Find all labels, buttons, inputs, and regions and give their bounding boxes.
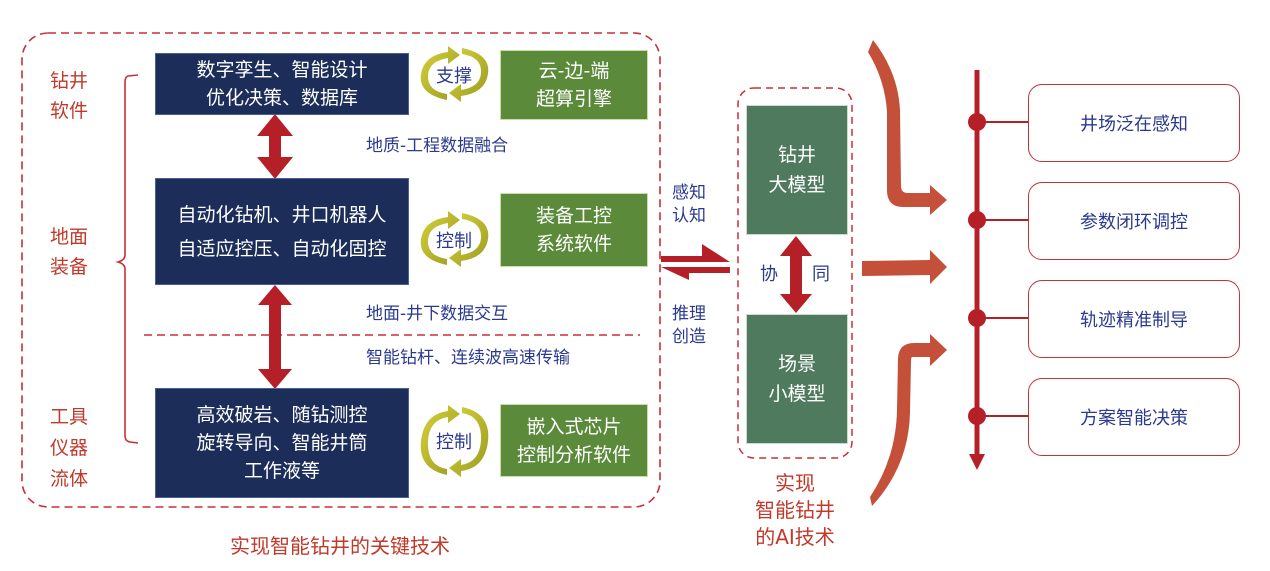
support-line: 控制分析软件 bbox=[516, 443, 631, 466]
support-line: 超算引擎 bbox=[535, 88, 612, 110]
support-line: 系统软件 bbox=[535, 233, 612, 255]
cycle-arrows-2 bbox=[420, 211, 489, 267]
caption-line: 智能钻井 bbox=[755, 498, 835, 522]
outcome-parameter-control: 参数闭环调控 bbox=[1028, 182, 1240, 260]
support-block-computing: 云-边-端 超算引擎 bbox=[500, 50, 648, 120]
category-line: 装备 bbox=[50, 256, 89, 278]
tech-line: 自适应控压、自动化固控 bbox=[177, 237, 387, 260]
category-tools-instruments-fluids: 工具 仪器 流体 bbox=[50, 402, 88, 495]
model-line: 大模型 bbox=[768, 174, 826, 196]
outcome-wellsite-perception: 井场泛在感知 bbox=[1028, 84, 1240, 162]
link-label-transmission: 智能钻杆、连续波高速传输 bbox=[366, 348, 570, 368]
key-tech-caption: 实现智能钻井的关键技术 bbox=[230, 534, 450, 558]
ai-tech-caption: 实现 智能钻井 的AI技术 bbox=[735, 470, 855, 551]
tech-line: 数字孪生、智能设计 bbox=[196, 59, 368, 81]
cycle-label-control: 控制 bbox=[436, 231, 472, 252]
tech-line: 优化决策、数据库 bbox=[205, 87, 358, 109]
cycle-arrows-1 bbox=[420, 46, 489, 102]
exchange-line: 感知 bbox=[672, 183, 706, 203]
tech-block-software: 数字孪生、智能设计 优化决策、数据库 bbox=[155, 53, 409, 115]
tech-block-surface: 自动化钻机、井口机器人 自适应控压、自动化固控 bbox=[155, 178, 409, 285]
category-line: 钻井 bbox=[50, 70, 89, 92]
small-model-block: 场景 小模型 bbox=[746, 314, 848, 444]
double-arrow-surface-tools bbox=[258, 285, 292, 389]
model-line: 场景 bbox=[777, 353, 816, 375]
exchange-arrow-right bbox=[661, 244, 730, 262]
collab-left-label: 协 bbox=[760, 264, 778, 285]
cycle-arrows-3 bbox=[420, 405, 489, 477]
double-arrow-software-surface bbox=[257, 114, 293, 179]
link-label-geo-engineering: 地质-工程数据融合 bbox=[366, 136, 509, 156]
support-block-equipment-control: 装备工控 系统软件 bbox=[500, 193, 648, 267]
support-line: 装备工控 bbox=[535, 205, 612, 227]
timeline-arrowhead bbox=[969, 454, 985, 470]
exchange-line: 认知 bbox=[672, 206, 706, 226]
tech-line: 工作液等 bbox=[243, 460, 320, 482]
cycle-label-support: 支撑 bbox=[436, 66, 472, 87]
category-line: 软件 bbox=[50, 100, 89, 122]
flow-arrow-top bbox=[868, 40, 947, 215]
model-line: 钻井 bbox=[777, 144, 816, 166]
collaboration-arrow bbox=[780, 236, 812, 313]
category-line: 工具 bbox=[50, 406, 89, 428]
key-tech-frame bbox=[21, 32, 661, 508]
support-block-embedded: 嵌入式芯片 控制分析软件 bbox=[500, 404, 648, 477]
large-model-block: 钻井 大模型 bbox=[746, 105, 848, 235]
cycle-label-control: 控制 bbox=[436, 432, 472, 453]
exchange-upper-label: 感知 认知 bbox=[672, 182, 706, 228]
caption-line: 的AI技术 bbox=[755, 525, 835, 549]
ai-tech-frame bbox=[737, 87, 853, 459]
exchange-arrow-left bbox=[661, 267, 730, 280]
caption-line: 实现 bbox=[775, 471, 815, 495]
support-line: 云-边-端 bbox=[538, 60, 610, 82]
category-drilling-software: 钻井 软件 bbox=[50, 66, 88, 126]
collab-right-label: 同 bbox=[812, 264, 830, 285]
category-line: 地面 bbox=[50, 226, 89, 248]
support-line: 嵌入式芯片 bbox=[526, 415, 622, 438]
category-line: 流体 bbox=[50, 468, 89, 490]
exchange-line: 推理 bbox=[672, 304, 706, 324]
outcome-trajectory-guidance: 轨迹精准制导 bbox=[1028, 280, 1240, 358]
model-line: 小模型 bbox=[768, 383, 826, 405]
category-brace bbox=[115, 74, 139, 444]
exchange-line: 创造 bbox=[672, 327, 706, 347]
tech-line: 高效破岩、随钻测控 bbox=[196, 404, 368, 426]
flow-arrow-middle bbox=[862, 250, 947, 284]
category-surface-equipment: 地面 装备 bbox=[50, 222, 88, 282]
timeline-nodes bbox=[968, 113, 1028, 425]
tech-line: 旋转导向、智能井筒 bbox=[196, 432, 368, 454]
flow-arrow-bottom bbox=[870, 334, 947, 506]
exchange-lower-label: 推理 创造 bbox=[672, 303, 706, 349]
category-line: 仪器 bbox=[50, 437, 89, 459]
tech-block-tools: 高效破岩、随钻测控 旋转导向、智能井筒 工作液等 bbox=[155, 388, 409, 498]
outcome-plan-decision: 方案智能决策 bbox=[1028, 378, 1240, 456]
tech-line: 自动化钻机、井口机器人 bbox=[177, 203, 387, 226]
link-label-surface-downhole: 地面-井下数据交互 bbox=[366, 304, 509, 324]
